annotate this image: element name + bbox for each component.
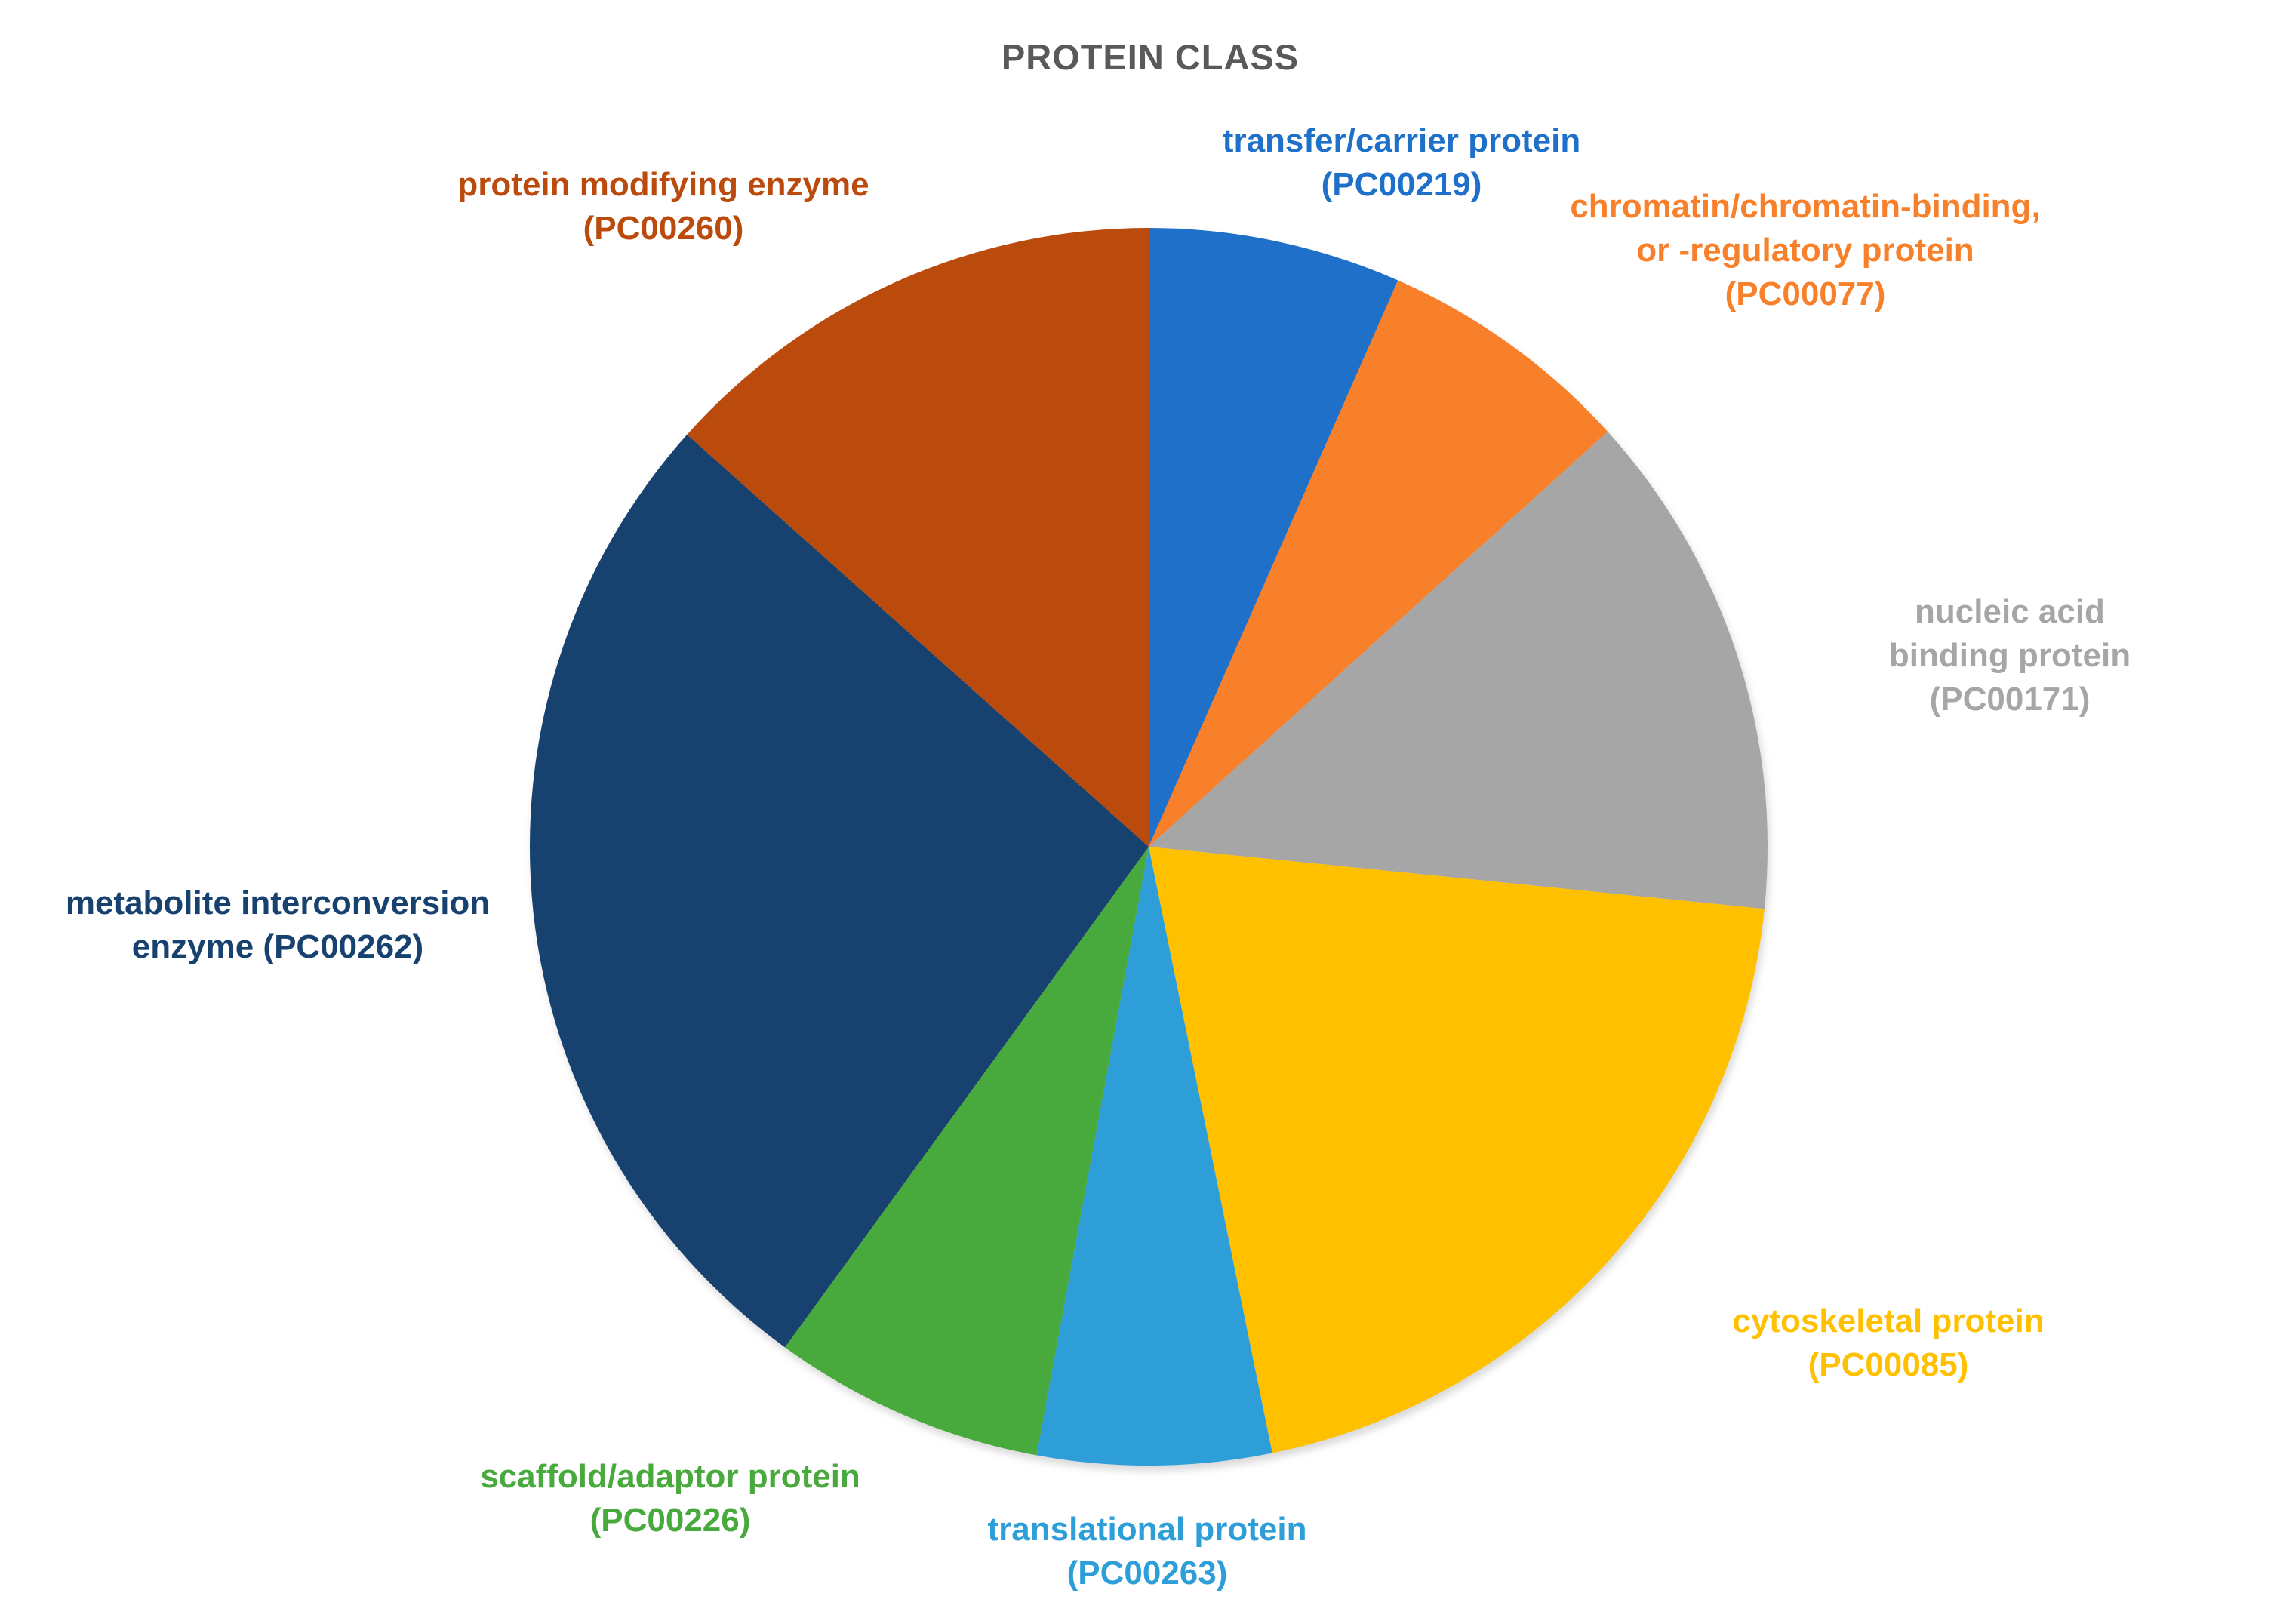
- slice-label-scaffold-adaptor-protein: scaffold/adaptor protein (PC00226): [480, 1458, 860, 1539]
- pie-slice-PC00171: [1149, 432, 1768, 909]
- slice-label-translational-protein: translational protein (PC00263): [987, 1511, 1307, 1592]
- slice-label-transfer-carrier-protein: transfer/carrier protein (PC00219): [1222, 122, 1581, 203]
- pie-slice-PC00262: [530, 434, 1149, 1348]
- pie-slice-PC00263: [1036, 847, 1272, 1466]
- pie-slice-PC00260: [687, 228, 1149, 847]
- pie-slice-PC00226: [785, 847, 1149, 1456]
- slice-label-nucleic-acid-binding-protein: nucleic acid binding protein (PC00171): [1888, 593, 2131, 718]
- slice-label-cytoskeletal-protein: cytoskeletal protein (PC00085): [1732, 1303, 2045, 1383]
- pie-slice-PC00077: [1149, 280, 1608, 847]
- slice-label-chromatin-binding-regulatory-protein: chromatin/chromatin-binding, or -regulat…: [1570, 188, 2041, 312]
- slice-label-protein-modifying-enzyme: protein modifying enzyme (PC00260): [457, 166, 869, 247]
- chart-title: PROTEIN CLASS: [1001, 37, 1300, 77]
- slice-label-metabolite-interconversion-enzyme: metabolite interconversion enzyme (PC002…: [65, 884, 491, 965]
- pie-slices-group: [530, 228, 1768, 1466]
- pie-slice-PC00085: [1149, 847, 1765, 1453]
- pie-slice-PC00219: [1149, 228, 1398, 847]
